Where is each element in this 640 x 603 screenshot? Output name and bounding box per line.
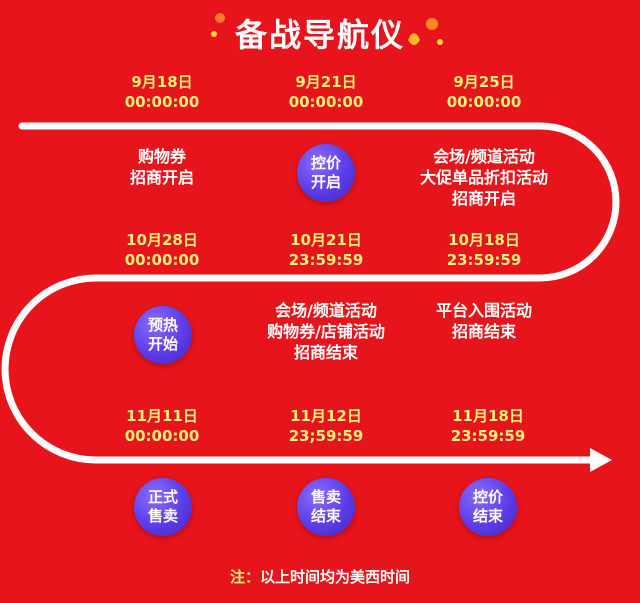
date-day: 11月12日: [290, 407, 362, 425]
badge-preheat-start: 预热 开始: [134, 306, 192, 364]
badge-line: 开启: [310, 173, 341, 191]
date-oct21: 10月21日 23:59:59: [256, 230, 396, 270]
footnote: 注：以上时间均为美西时间: [0, 566, 640, 587]
date-day: 10月18日: [448, 231, 520, 249]
date-sep21: 9月21日 00:00:00: [256, 72, 396, 112]
badge-line: 开始: [147, 335, 178, 353]
event-line: 会场/频道活动: [275, 301, 377, 320]
badge-official-sale: 正式 售卖: [134, 478, 192, 536]
date-day: 9月18日: [131, 73, 193, 91]
date-time: 00:00:00: [124, 427, 200, 445]
page-title: 备战导航仪: [234, 16, 405, 54]
badge-sale-end: 售卖 结束: [297, 478, 355, 536]
date-time: 23:59:59: [446, 251, 522, 269]
date-oct18: 10月18日 23:59:59: [414, 230, 554, 270]
badge-line: 售卖: [310, 488, 341, 506]
event-venue-coupon-recruit-end: 会场/频道活动 购物券/店铺活动 招商结束: [226, 300, 426, 363]
timeline-arrow-icon: [590, 448, 612, 472]
event-venue-discount-recruit-open: 会场/频道活动 大促单品折扣活动 招商开启: [384, 146, 584, 209]
badge-line: 正式: [147, 488, 178, 506]
date-day: 11月11日: [126, 407, 198, 425]
event-line: 招商结束: [293, 343, 358, 362]
date-day: 10月21日: [290, 231, 362, 249]
badge-line: 控价: [310, 154, 341, 172]
title-decoration-icon: [211, 13, 443, 45]
date-time: 23:59:59: [450, 427, 526, 445]
date-time: 23;59:59: [288, 427, 364, 445]
event-line: 招商开启: [129, 168, 194, 187]
event-line: 招商开启: [451, 189, 516, 208]
badge-line: 结束: [310, 507, 341, 525]
date-sep25: 9月25日 00:00:00: [414, 72, 554, 112]
badge-line: 售卖: [147, 507, 178, 525]
date-nov12: 11月12日 23;59:59: [256, 406, 396, 446]
badge-line: 控价: [472, 488, 503, 506]
date-sep18: 9月18日 00:00:00: [92, 72, 232, 112]
date-time: 23:59:59: [288, 251, 364, 269]
date-day: 10月28日: [126, 231, 198, 249]
badge-line: 预热: [147, 316, 178, 334]
event-coupon-recruit-open: 购物券 招商开启: [62, 146, 262, 188]
date-day: 9月25日: [453, 73, 515, 91]
event-line: 招商结束: [451, 322, 516, 341]
date-day: 9月21日: [295, 73, 357, 91]
date-time: 00:00:00: [446, 93, 522, 111]
footnote-prefix: 注：: [229, 568, 260, 586]
badge-line: 结束: [472, 507, 503, 525]
event-line: 大促单品折扣活动: [419, 168, 548, 187]
date-time: 00:00:00: [124, 93, 200, 111]
event-platform-recruit-end: 平台入围活动 招商结束: [384, 300, 584, 342]
event-line: 平台入围活动: [435, 301, 532, 320]
event-line: 购物券/店铺活动: [267, 322, 385, 341]
date-day: 11月18日: [452, 407, 524, 425]
badge-price-control-start: 控价 开启: [297, 144, 355, 202]
event-line: 购物券: [137, 147, 186, 166]
date-nov11: 11月11日 00:00:00: [92, 406, 232, 446]
date-time: 00:00:00: [288, 93, 364, 111]
date-time: 00:00:00: [124, 251, 200, 269]
footnote-text: 以上时间均为美西时间: [260, 568, 411, 586]
date-oct28: 10月28日 00:00:00: [92, 230, 232, 270]
badge-price-control-end: 控价 结束: [459, 478, 517, 536]
date-nov18: 11月18日 23:59:59: [418, 406, 558, 446]
event-line: 会场/频道活动: [433, 147, 535, 166]
